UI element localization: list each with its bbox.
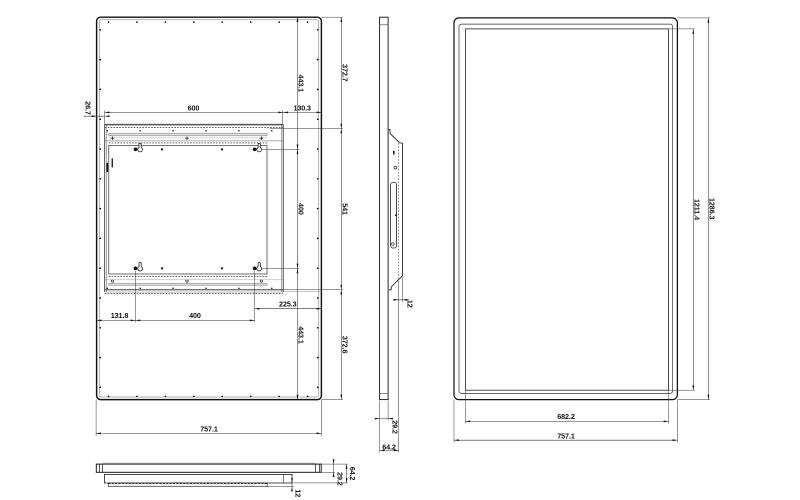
svg-text:64.2: 64.2 — [348, 467, 357, 481]
svg-text:64.2: 64.2 — [382, 442, 396, 451]
svg-text:372.6: 372.6 — [340, 336, 349, 354]
svg-text:29.2: 29.2 — [391, 420, 400, 434]
svg-text:682.2: 682.2 — [557, 412, 575, 421]
svg-text:400: 400 — [189, 311, 201, 320]
svg-text:541: 541 — [340, 203, 349, 215]
svg-text:400: 400 — [296, 203, 305, 215]
svg-text:372.7: 372.7 — [340, 64, 349, 82]
svg-text:29.2: 29.2 — [335, 472, 344, 486]
svg-text:443.1: 443.1 — [296, 326, 305, 344]
svg-text:131.8: 131.8 — [111, 311, 129, 320]
svg-text:130.3: 130.3 — [293, 103, 311, 112]
svg-text:12: 12 — [294, 489, 303, 497]
svg-text:443.1: 443.1 — [296, 75, 305, 93]
svg-text:12: 12 — [406, 300, 415, 308]
svg-text:26.7: 26.7 — [83, 101, 92, 115]
svg-text:225.3: 225.3 — [279, 299, 297, 308]
svg-text:1211.4: 1211.4 — [693, 199, 702, 220]
svg-text:757.1: 757.1 — [200, 424, 218, 433]
svg-text:1286.3: 1286.3 — [708, 198, 717, 219]
svg-text:600: 600 — [188, 103, 200, 112]
svg-text:757.1: 757.1 — [557, 432, 575, 441]
